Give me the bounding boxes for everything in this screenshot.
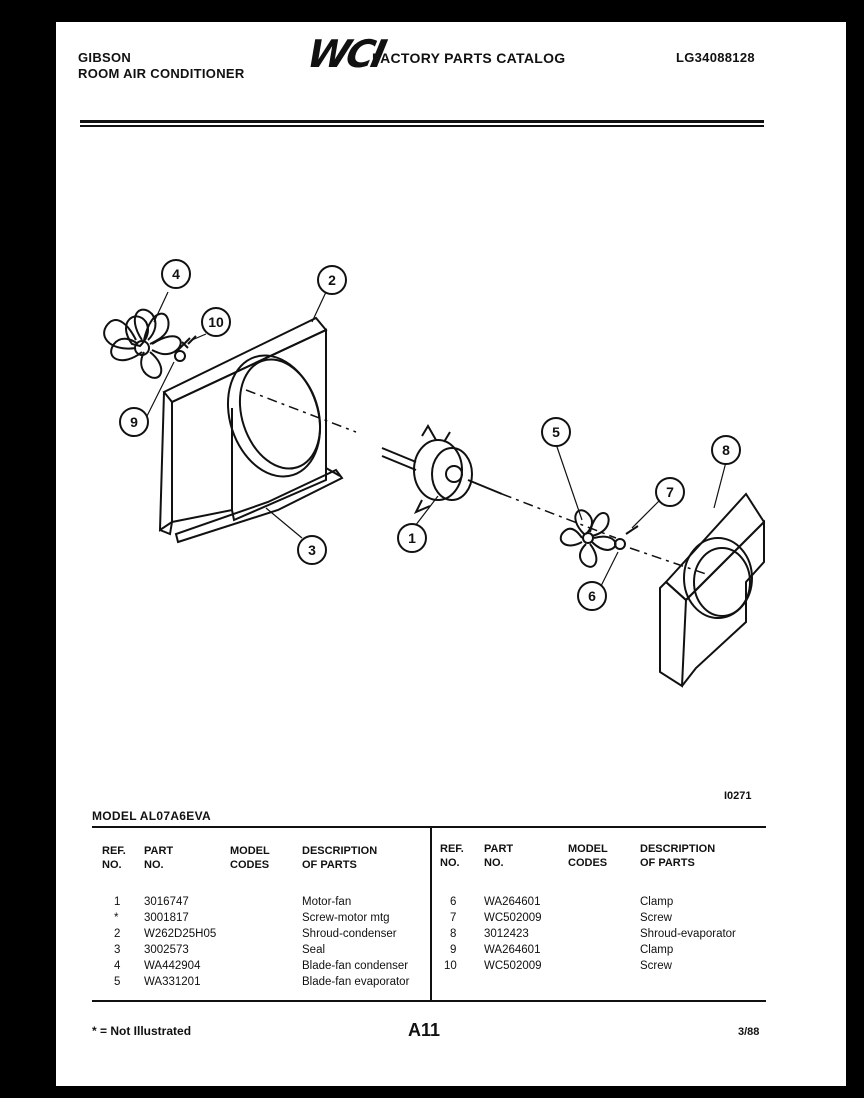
callout-circles <box>119 259 741 611</box>
right-parts-list: 6 WA264601 Clamp 7 WC502009 Screw 8 3012… <box>440 894 770 974</box>
callout-6: 6 <box>588 588 596 604</box>
table-row: 4 WA442904 Blade-fan condenser <box>114 960 409 972</box>
product-name: ROOM AIR CONDITIONER <box>78 66 245 81</box>
callout-2: 2 <box>328 272 336 288</box>
callout-3: 3 <box>308 542 316 558</box>
figure-id: I0271 <box>724 790 752 802</box>
condenser-fan-blade <box>103 308 182 379</box>
catalog-number: LG34088128 <box>676 50 755 65</box>
table-row: 2 W262D25H05 Shroud-condenser <box>114 928 397 940</box>
table-row: * 3001817 Screw-motor mtg <box>114 912 390 924</box>
callout-7: 7 <box>666 484 674 500</box>
condenser-shroud <box>158 316 328 536</box>
table-row: 3 3002573 Seal <box>114 944 326 956</box>
print-date: 3/88 <box>738 1026 760 1038</box>
callout-4: 4 <box>172 266 180 282</box>
model-label: MODEL AL07A6EVA <box>92 809 211 823</box>
fan-motor <box>381 424 503 514</box>
table-row: 10 WC502009 Screw <box>444 960 672 972</box>
table-row: 1 3016747 Motor-fan <box>114 896 352 908</box>
seal-strip <box>174 467 344 544</box>
left-col-ref: REF.NO. <box>102 845 126 871</box>
clamp-and-screw-right <box>614 525 639 550</box>
table-row: 7 WC502009 Screw <box>450 912 672 924</box>
header-rule-bottom <box>80 125 764 127</box>
table-row: 5 WA331201 Blade-fan evaporator <box>114 976 410 988</box>
callout-10: 10 <box>208 314 224 330</box>
callout-8: 8 <box>722 442 730 458</box>
assembly-centerline <box>245 389 707 575</box>
right-col-ref: REF.NO. <box>440 843 464 869</box>
evaporator-fan-blade <box>559 509 617 568</box>
table-row: 9 WA264601 Clamp <box>450 944 674 956</box>
catalog-page: GIBSON ROOM AIR CONDITIONER WCI FACTORY … <box>56 22 846 1086</box>
left-parts-list: 1 3016747 Motor-fan * 3001817 Screw-moto… <box>102 894 432 990</box>
table-divider <box>430 828 432 1002</box>
table-rule-top <box>92 826 766 828</box>
header-rule-top <box>80 120 764 123</box>
callout-9: 9 <box>130 414 138 430</box>
page-number: A11 <box>408 1020 441 1040</box>
evaporator-shroud <box>659 492 766 688</box>
callout-5: 5 <box>552 424 560 440</box>
exploded-parts-diagram: 1 2 3 4 5 6 7 8 9 10 <box>103 259 766 688</box>
table-row: 8 3012423 Shroud-evaporator <box>450 928 736 940</box>
table-row: 6 WA264601 Clamp <box>450 896 674 908</box>
not-illustrated-note: * = Not Illustrated <box>92 1024 192 1038</box>
table-rule-bottom <box>92 1000 766 1002</box>
callout-1: 1 <box>408 530 416 546</box>
brand-name: GIBSON <box>78 50 132 65</box>
catalog-title: FACTORY PARTS CATALOG <box>372 50 566 66</box>
